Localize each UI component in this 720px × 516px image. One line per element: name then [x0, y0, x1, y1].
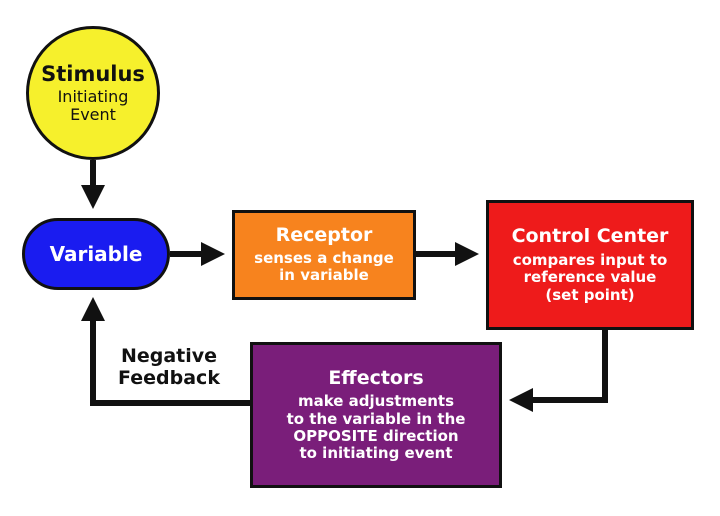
- effectors-node: Effectors make adjustments to the variab…: [250, 342, 502, 488]
- control-center-node: Control Center compares input to referen…: [486, 200, 694, 330]
- negative-feedback-label: Negative Feedback: [118, 345, 220, 389]
- receptor-title: Receptor: [275, 224, 373, 247]
- effectors-title: Effectors: [328, 366, 424, 389]
- stimulus-node: Stimulus Initiating Event: [26, 26, 160, 160]
- stimulus-subtitle: Initiating Event: [57, 86, 129, 125]
- stimulus-title: Stimulus: [41, 61, 145, 86]
- receptor-description: senses a change in variable: [254, 249, 394, 285]
- control-center-title: Control Center: [511, 225, 669, 248]
- arrow-control-center-to-effectors: [509, 330, 608, 412]
- arrow-effectors-to-variable: [81, 297, 250, 406]
- effectors-description: make adjustments to the variable in the …: [286, 392, 466, 463]
- control-center-description: compares input to reference value (set p…: [512, 251, 668, 304]
- receptor-node: Receptor senses a change in variable: [232, 210, 416, 300]
- variable-node: Variable: [22, 218, 170, 290]
- variable-title: Variable: [49, 241, 143, 266]
